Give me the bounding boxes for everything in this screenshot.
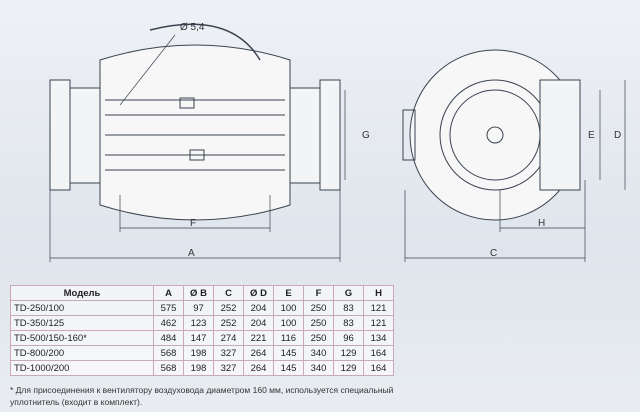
header-f: F: [303, 285, 334, 301]
header-a: A: [153, 285, 184, 301]
table-cell: 164: [363, 360, 394, 376]
header-h: H: [363, 285, 394, 301]
table-cell: 264: [243, 360, 274, 376]
table-cell: 145: [273, 345, 304, 361]
header-g: G: [333, 285, 364, 301]
table-cell: 116: [273, 330, 304, 346]
table-cell: 204: [243, 315, 274, 331]
table-cell: 164: [363, 345, 394, 361]
table-cell: 264: [243, 345, 274, 361]
table-cell: 274: [213, 330, 244, 346]
technical-drawing: Ø 5,4 A F G C H E D: [49, 22, 626, 262]
model-cell: TD-500/150-160*: [10, 330, 154, 346]
header-b: Ø B: [183, 285, 214, 301]
table-cell: 221: [243, 330, 274, 346]
table-cell: 198: [183, 360, 214, 376]
table-cell: 97: [183, 300, 214, 316]
table-cell: 204: [243, 300, 274, 316]
table-cell: 340: [303, 345, 334, 361]
table-cell: 575: [153, 300, 184, 316]
dim-g-label: G: [362, 130, 370, 141]
front-view: [402, 49, 581, 221]
table-cell: 340: [303, 360, 334, 376]
dim-c-label: C: [490, 248, 497, 259]
table-header: Модель A Ø B C Ø D E F G H: [10, 285, 394, 301]
table-cell: 83: [333, 300, 364, 316]
model-cell: TD-800/200: [10, 345, 154, 361]
table-cell: 568: [153, 345, 184, 361]
table-cell: 121: [363, 300, 394, 316]
dim-a-label: A: [188, 248, 195, 259]
table-cell: 462: [153, 315, 184, 331]
model-cell: TD-350/125: [10, 315, 154, 331]
table-cell: 568: [153, 360, 184, 376]
dimension-lines: [49, 34, 626, 262]
table-cell: 100: [273, 315, 304, 331]
side-view: [49, 23, 341, 221]
header-model: Модель: [10, 285, 154, 301]
table-cell: 250: [303, 300, 334, 316]
table-cell: 145: [273, 360, 304, 376]
table-cell: 96: [333, 330, 364, 346]
table-cell: 129: [333, 345, 364, 361]
header-d: Ø D: [243, 285, 274, 301]
table-cell: 134: [363, 330, 394, 346]
table-cell: 327: [213, 360, 244, 376]
dim-d-label: D: [614, 130, 621, 141]
table-cell: 198: [183, 345, 214, 361]
table-cell: 129: [333, 360, 364, 376]
table-cell: 250: [303, 315, 334, 331]
dim-e-label: E: [588, 130, 595, 141]
table-cell: 121: [363, 315, 394, 331]
dim-h-label: H: [538, 218, 545, 229]
table-cell: 83: [333, 315, 364, 331]
table-cell: 147: [183, 330, 214, 346]
footnote: * Для присоединения к вентилятору воздух…: [10, 385, 394, 407]
dim-diameter-label: Ø 5,4: [180, 22, 205, 33]
table-cell: 484: [153, 330, 184, 346]
table-cell: 123: [183, 315, 214, 331]
table-cell: 327: [213, 345, 244, 361]
dim-f-label: F: [190, 218, 196, 229]
table-cell: 252: [213, 300, 244, 316]
header-e: E: [273, 285, 304, 301]
header-c: C: [213, 285, 244, 301]
model-cell: TD-250/100: [10, 300, 154, 316]
table-cell: 252: [213, 315, 244, 331]
model-cell: TD-1000/200: [10, 360, 154, 376]
table-cell: 100: [273, 300, 304, 316]
table-cell: 250: [303, 330, 334, 346]
